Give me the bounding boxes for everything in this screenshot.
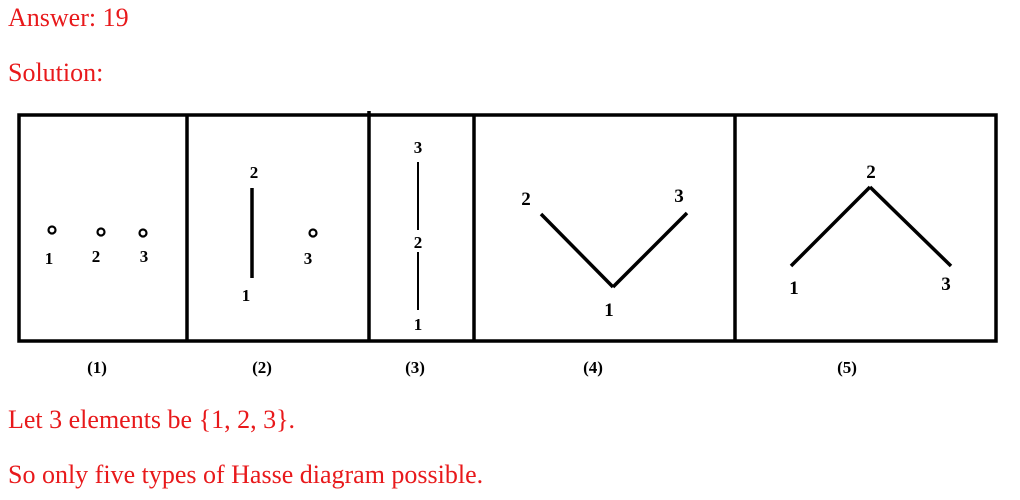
panel-3-diagram: 1 2 3	[414, 138, 423, 334]
panel-4-node-1-label: 1	[604, 300, 614, 321]
panel-5-edge-2-3	[868, 185, 953, 268]
panel-4-node-2-label: 2	[521, 189, 531, 210]
diagram-frame	[17, 113, 998, 343]
panel-5-node-3-label: 3	[941, 274, 951, 295]
panel-1-caption: (1)	[87, 358, 107, 377]
panel-5-diagram: 1 2 3	[789, 162, 953, 299]
panel-2-diagram: 1 2 3	[242, 163, 318, 305]
panel-3-node-3-label: 3	[414, 138, 423, 157]
panel-1-node-1-point	[47, 225, 57, 235]
panel-2-node-3-label: 3	[304, 249, 313, 268]
panel-1-node-2-label: 2	[92, 247, 101, 266]
panel-3-node-1-label: 1	[414, 315, 423, 334]
panel-5-node-2-label: 2	[866, 162, 876, 183]
answer-text: Answer: 19	[8, 3, 129, 32]
conclusion-statement: So only five types of Hasse diagram poss…	[8, 460, 484, 489]
panel-1-node-2-point	[96, 227, 106, 237]
panel-5-caption: (5)	[837, 358, 857, 377]
panel-2-node-3-point	[308, 228, 318, 238]
panel-4-edge-1-2	[539, 212, 615, 289]
panel-2-node-2-label: 2	[250, 163, 259, 182]
solution-heading: Solution:	[8, 58, 104, 87]
panel-4-diagram: 1 2 3	[521, 186, 689, 321]
panel-1-diagram: 1 2 3	[45, 225, 149, 268]
panel-1-node-1-label: 1	[45, 249, 54, 268]
panel-1-node-3-point	[138, 228, 148, 238]
panel-3-node-2-label: 2	[414, 233, 423, 252]
panel-5-node-1-label: 1	[789, 278, 799, 299]
panel-2-caption: (2)	[252, 358, 272, 377]
panel-4-edge-1-3	[611, 211, 689, 289]
panel-1-node-3-label: 3	[140, 247, 149, 266]
panel-3-caption: (3)	[405, 358, 425, 377]
elements-statement: Let 3 elements be {1, 2, 3}.	[8, 405, 296, 434]
panel-4-node-3-label: 3	[674, 186, 684, 207]
panel-4-caption: (4)	[583, 358, 603, 377]
panel-5-edge-1-2	[789, 185, 872, 268]
panel-2-node-1-label: 1	[242, 286, 251, 305]
